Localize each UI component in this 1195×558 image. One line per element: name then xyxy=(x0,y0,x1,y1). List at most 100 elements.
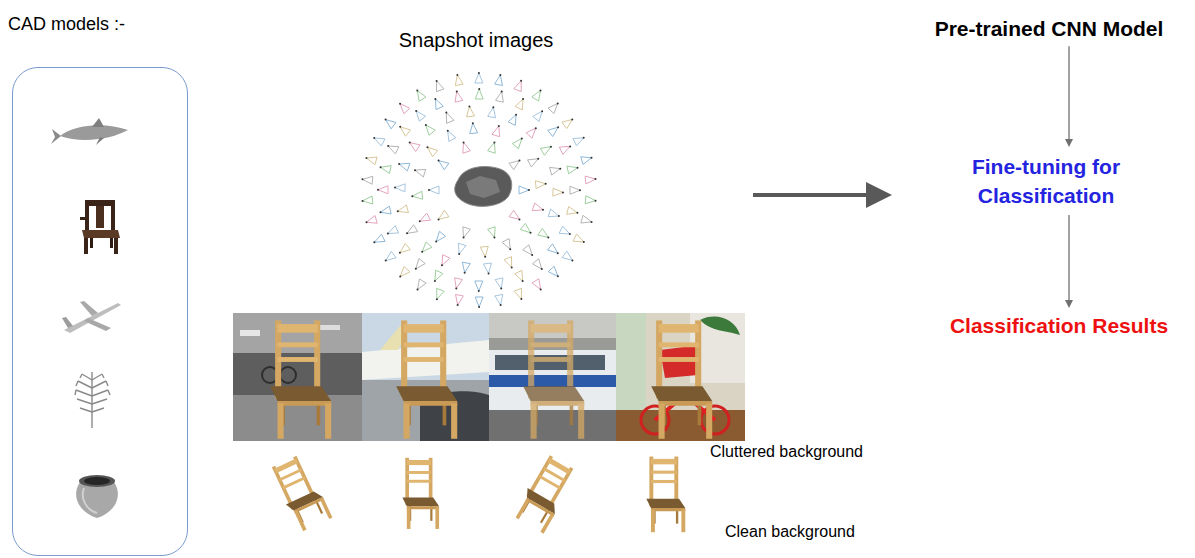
camera-center xyxy=(438,218,440,220)
clean-chair xyxy=(646,457,685,533)
camera-center xyxy=(577,167,579,169)
caption-label: Clean background xyxy=(725,523,855,541)
camera-center xyxy=(436,80,438,82)
camera-frustum xyxy=(508,115,516,126)
camera-center xyxy=(399,252,401,254)
camera-center xyxy=(557,275,559,277)
camera-frustum xyxy=(550,167,561,175)
camera-center xyxy=(499,74,501,76)
camera-frustum xyxy=(374,234,385,242)
camera-frustum xyxy=(512,138,521,148)
camera-center xyxy=(362,200,364,202)
cluttered-photo xyxy=(240,330,260,336)
camera-frustum xyxy=(417,91,426,102)
camera-center xyxy=(394,187,396,189)
camera-frustum xyxy=(519,186,529,194)
camera-frustum xyxy=(509,161,519,170)
camera-frustum xyxy=(502,239,510,250)
camera-center xyxy=(472,122,474,124)
camera-center xyxy=(434,280,436,282)
camera-frustum xyxy=(533,111,542,121)
camera-center xyxy=(373,241,375,243)
camera-frustum xyxy=(446,113,454,124)
camera-center xyxy=(409,142,411,144)
tree-model xyxy=(76,381,78,386)
camera-frustum xyxy=(570,186,580,194)
camera-center xyxy=(416,90,418,92)
camera-center xyxy=(438,160,440,162)
camera-center xyxy=(478,88,480,90)
tree-model xyxy=(80,408,92,412)
tree-model xyxy=(75,372,110,428)
camera-sphere xyxy=(361,72,596,308)
camera-frustum xyxy=(488,142,496,153)
camera-center xyxy=(559,168,561,170)
chair-model xyxy=(82,230,120,238)
camera-center xyxy=(569,233,571,235)
camera-frustum xyxy=(475,73,483,83)
camera-center xyxy=(583,241,585,243)
process-step: Pre-trained CNN Model xyxy=(905,14,1193,43)
tree-model xyxy=(102,374,104,378)
camera-center xyxy=(530,232,532,234)
camera-frustum xyxy=(548,209,559,217)
camera-center xyxy=(380,166,382,168)
camera-center xyxy=(545,183,547,185)
camera-center xyxy=(385,119,387,121)
camera-frustum xyxy=(462,262,470,273)
camera-frustum xyxy=(548,103,558,113)
dolphin-model xyxy=(92,118,104,127)
camera-frustum xyxy=(362,176,372,184)
camera-frustum xyxy=(515,99,523,110)
cluttered-photo xyxy=(489,313,616,441)
camera-center xyxy=(468,106,470,108)
camera-frustum xyxy=(467,107,475,117)
camera-frustum xyxy=(540,147,551,156)
camera-center xyxy=(387,233,389,235)
camera-frustum xyxy=(532,259,541,269)
tree-model xyxy=(82,374,92,380)
camera-frustum xyxy=(367,216,378,224)
tree-model xyxy=(75,390,76,395)
camera-center xyxy=(421,251,423,253)
camera-center xyxy=(518,218,520,220)
camera-center xyxy=(520,80,522,82)
camera-frustum xyxy=(380,206,391,214)
vase-model xyxy=(79,475,115,487)
camera-frustum xyxy=(535,181,545,189)
clean-chair xyxy=(512,454,579,534)
camera-center xyxy=(399,103,401,105)
camera-center xyxy=(522,280,524,282)
camera-center xyxy=(463,141,465,143)
camera-frustum xyxy=(548,127,558,136)
camera-center xyxy=(501,91,503,93)
camera-frustum xyxy=(439,161,449,170)
camera-center xyxy=(365,157,367,159)
camera-center xyxy=(511,266,513,268)
camera-center xyxy=(520,298,522,300)
camera-frustum xyxy=(398,205,409,213)
camera-frustum xyxy=(475,89,483,99)
camera-center xyxy=(455,287,457,289)
camera-frustum xyxy=(442,255,450,266)
camera-frustum xyxy=(496,92,504,103)
camera-frustum xyxy=(363,196,373,204)
camera-center xyxy=(456,74,458,76)
cluttered-photo xyxy=(280,367,296,383)
camera-center xyxy=(366,221,368,223)
camera-center xyxy=(579,189,581,191)
chair-model xyxy=(111,200,115,232)
camera-center xyxy=(464,272,466,274)
camera-center xyxy=(493,237,495,239)
cluttered-photo xyxy=(616,313,745,441)
camera-frustum xyxy=(427,147,437,156)
snapshot-region: Snapshot images xyxy=(230,28,750,548)
camera-frustum xyxy=(475,297,483,307)
camera-frustum xyxy=(532,90,541,101)
camera-center xyxy=(447,130,449,132)
camera-frustum xyxy=(538,228,549,237)
camera-frustum xyxy=(435,270,443,281)
camera-frustum xyxy=(407,225,418,234)
camera-frustum xyxy=(439,210,449,219)
camera-frustum xyxy=(559,146,570,154)
